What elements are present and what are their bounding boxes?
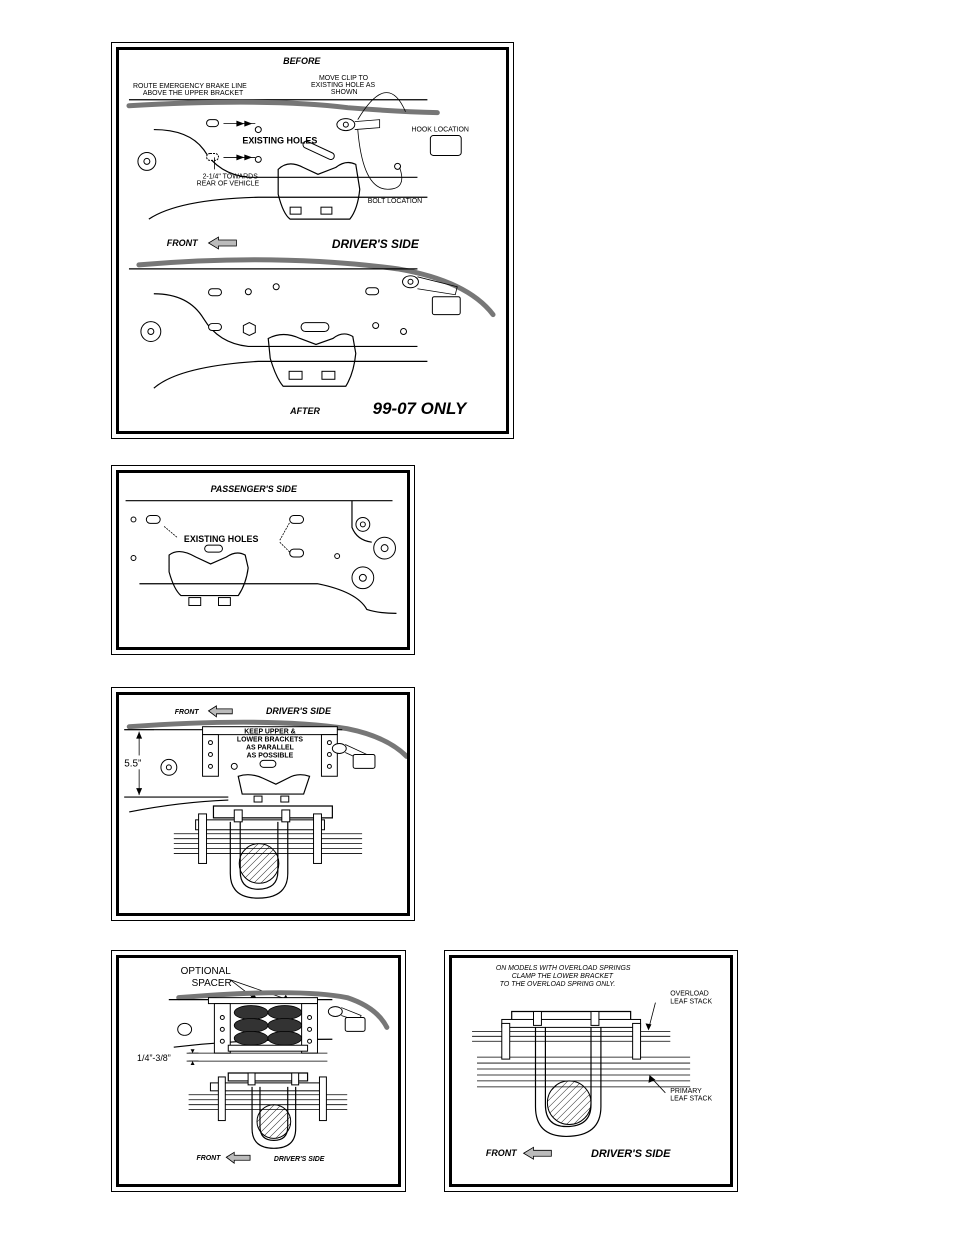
airbag-assembly: [168, 979, 390, 1149]
overload-stack-label-2: LEAF STACK: [670, 999, 712, 1006]
front-label-panel3: FRONT: [175, 709, 200, 716]
bracket-alignment-svg: FRONT DRIVER'S SIDE: [122, 705, 407, 899]
front-label-panel1: FRONT: [167, 238, 199, 248]
overload-stack-label-1: OVERLOAD: [670, 991, 708, 998]
before-after-diagram: BEFORE ROUTE EMERGENCY BRAKE LINE ABOVE …: [111, 42, 514, 439]
existing-holes-label-passenger: EXISTING HOLES: [184, 534, 259, 544]
brake-line-note-2: ABOVE THE UPPER BRACKET: [143, 90, 244, 97]
dimension-indicator: [122, 729, 154, 798]
parallel-note: KEEP UPPER & LOWER BRACKETS AS PARALLEL …: [237, 729, 304, 760]
optional-spacer-frame: OPTIONAL SPACER: [116, 955, 401, 1187]
optional-label-2: SPACER: [192, 978, 232, 989]
model-years-label: 99-07 ONLY: [373, 399, 468, 418]
after-label: AFTER: [289, 406, 320, 416]
drivers-side-label-panel3: DRIVER'S SIDE: [266, 706, 332, 716]
upper-frame-before: [126, 92, 462, 220]
bracket-alignment-frame: FRONT DRIVER'S SIDE: [116, 692, 410, 916]
before-label: BEFORE: [283, 56, 321, 66]
front-arrow-icon-panel5: [522, 1146, 552, 1160]
before-after-svg: BEFORE ROUTE EMERGENCY BRAKE LINE ABOVE …: [126, 56, 496, 418]
primary-stack-label-1: PRIMARY: [670, 1088, 702, 1095]
overload-spring-frame: ON MODELS WITH OVERLOAD SPRINGS CLAMP TH…: [449, 955, 733, 1187]
drivers-side-label-panel4: DRIVER'S SIDE: [274, 1156, 325, 1163]
bracket-alignment-diagram: FRONT DRIVER'S SIDE: [111, 687, 415, 921]
keep-note-4: AS POSSIBLE: [247, 752, 294, 759]
keep-note-2: LOWER BRACKETS: [237, 737, 304, 744]
optional-label-1: OPTIONAL: [181, 966, 232, 977]
upper-frame-after: [128, 257, 496, 389]
front-arrow-icon-panel3: [207, 705, 233, 718]
bolt-location-label: BOLT LOCATION: [368, 198, 422, 205]
overload-spring-svg: ON MODELS WITH OVERLOAD SPRINGS CLAMP TH…: [472, 965, 712, 1160]
keep-note-1: KEEP UPPER &: [244, 729, 295, 736]
overload-spring-assembly: [472, 1002, 691, 1138]
bracket-assembly: [124, 719, 407, 899]
move-clip-note-1: MOVE CLIP TO: [319, 75, 369, 82]
front-arrow-icon: [207, 236, 237, 250]
drivers-side-label-panel1: DRIVER'S SIDE: [332, 237, 420, 251]
move-clip-note-3: SHOWN: [331, 89, 358, 96]
passenger-side-frame: PASSENGER'S SIDE EXISTING HOLES: [116, 470, 410, 650]
front-label-panel5: FRONT: [486, 1148, 518, 1158]
primary-stack-label-2: LEAF STACK: [670, 1096, 712, 1103]
overload-spring-diagram: ON MODELS WITH OVERLOAD SPRINGS CLAMP TH…: [444, 950, 738, 1192]
front-arrow-icon-panel4: [225, 1151, 251, 1164]
front-label-panel4: FRONT: [197, 1155, 222, 1162]
before-after-frame: BEFORE ROUTE EMERGENCY BRAKE LINE ABOVE …: [116, 47, 509, 434]
existing-holes-label-before: EXISTING HOLES: [242, 136, 317, 146]
overload-note-3: TO THE OVERLOAD SPRING ONLY.: [500, 981, 616, 988]
overload-note-2: CLAMP THE LOWER BRACKET: [512, 973, 614, 980]
drivers-side-label-panel5: DRIVER'S SIDE: [591, 1148, 671, 1160]
passenger-frame: [125, 500, 397, 614]
hook-location-label: HOOK LOCATION: [411, 127, 468, 134]
brake-line-note-1: ROUTE EMERGENCY BRAKE LINE: [133, 83, 247, 90]
move-clip-note-2: EXISTING HOLE AS: [311, 82, 376, 89]
keep-note-3: AS PARALLEL: [246, 745, 295, 752]
passenger-side-diagram: PASSENGER'S SIDE EXISTING HOLES: [111, 465, 415, 655]
overload-note-1: ON MODELS WITH OVERLOAD SPRINGS: [496, 965, 631, 972]
gap-label: 1/4”-3/8”: [137, 1053, 171, 1063]
passenger-side-svg: PASSENGER'S SIDE EXISTING HOLES: [125, 484, 397, 614]
dimension-label: 5.5”: [124, 758, 141, 769]
towards-rear-note-1: 2-1/4" TOWARDS: [203, 173, 259, 180]
towards-rear-note-2: REAR OF VEHICLE: [197, 180, 260, 187]
optional-spacer-diagram: OPTIONAL SPACER: [111, 950, 406, 1192]
passengers-side-label: PASSENGER'S SIDE: [211, 484, 298, 494]
optional-spacer-svg: OPTIONAL SPACER: [137, 966, 390, 1164]
